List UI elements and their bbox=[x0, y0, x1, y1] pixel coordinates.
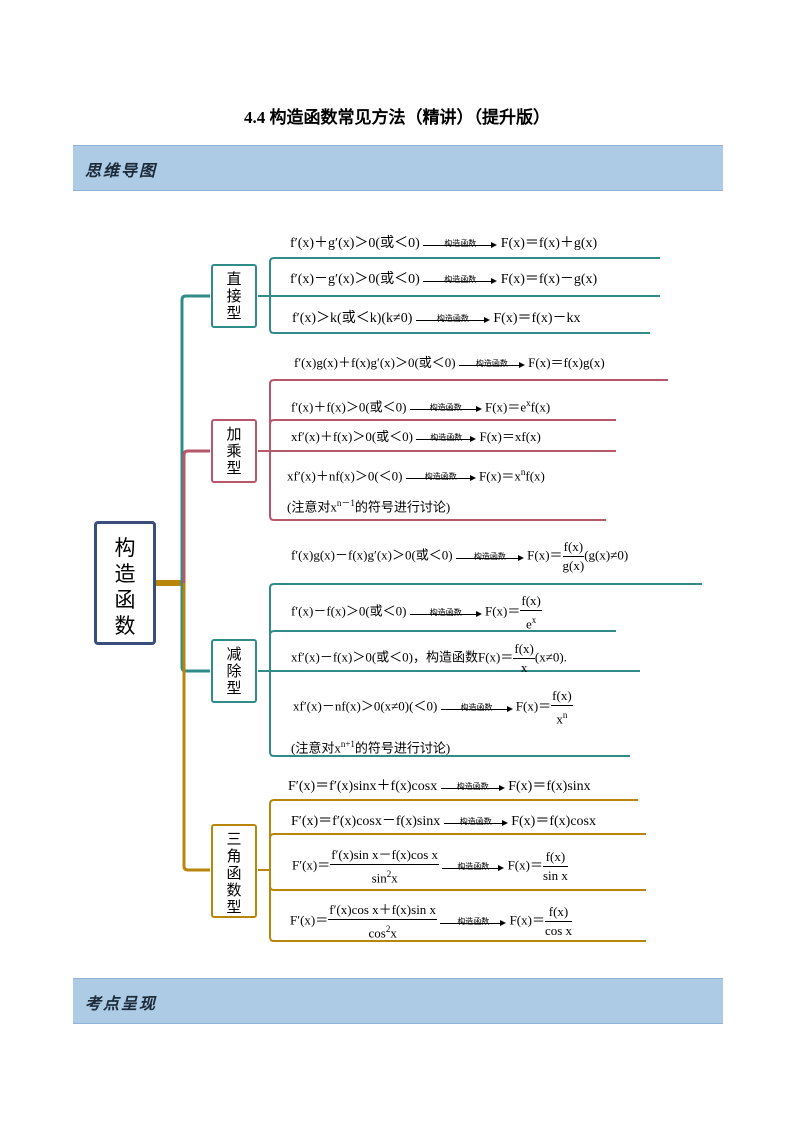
arrow-icon: 构造函数 bbox=[415, 312, 490, 326]
section-banner-mindmap: 思维导图 bbox=[73, 145, 723, 191]
arrow-icon: 构造函数 bbox=[442, 860, 505, 874]
category-subtract-divide: 减除型 bbox=[211, 639, 257, 703]
formula-divide-0: f′(x)g(x)－f(x)g′(x)＞0(或＜0) 构造函数 F(x)＝f(x… bbox=[291, 539, 629, 573]
arrow-icon: 构造函数 bbox=[405, 470, 476, 484]
arrow-icon: 构造函数 bbox=[455, 550, 524, 564]
arrow-icon: 构造函数 bbox=[443, 815, 508, 829]
arrow-icon: 构造函数 bbox=[440, 915, 507, 929]
category-direct: 直接型 bbox=[211, 264, 257, 328]
arrow-icon: 构造函数 bbox=[458, 357, 525, 371]
root-node: 构造函数 bbox=[94, 521, 156, 645]
formula-divide-2: xf′(x)－f(x)＞0(或＜0)，构造函数F(x)＝f(x)x(x≠0). bbox=[291, 641, 567, 675]
arrow-icon: 构造函数 bbox=[440, 780, 505, 794]
arrow-icon: 构造函数 bbox=[423, 237, 498, 251]
formula-multiply-1: f′(x)＋f(x)＞0(或＜0) 构造函数 F(x)＝exf(x) bbox=[291, 398, 551, 415]
arrow-icon: 构造函数 bbox=[423, 273, 498, 287]
formula-multiply-2: xf′(x)＋f(x)＞0(或＜0) 构造函数 F(x)＝xf(x) bbox=[291, 429, 541, 445]
note-multiply: (注意对xn－1的符号进行讨论) bbox=[287, 498, 451, 515]
formula-divide-3: xf′(x)－nf(x)＞0(x≠0)(＜0) 构造函数 F(x)＝f(x)xn bbox=[293, 688, 573, 727]
formula-divide-1: f′(x)－f(x)＞0(或＜0) 构造函数 F(x)＝f(x)ex bbox=[291, 593, 542, 632]
arrow-icon: 构造函数 bbox=[409, 401, 482, 415]
arrow-icon: 构造函数 bbox=[409, 606, 482, 620]
formula-trig-1: F′(x)＝f′(x)sinx＋f(x)cosx 构造函数 F(x)＝f(x)s… bbox=[288, 779, 591, 794]
formula-direct-2: f′(x)－g′(x)＞0(或＜0) 构造函数 F(x)＝f(x)－g(x) bbox=[290, 272, 598, 287]
arrow-icon: 构造函数 bbox=[416, 431, 477, 445]
formula-multiply-3: xf′(x)＋nf(x)＞0(＜0) 构造函数 F(x)＝xnf(x) bbox=[287, 467, 545, 484]
formula-trig-2: F′(x)＝f′(x)cosx－f(x)sinx 构造函数 F(x)＝f(x)c… bbox=[291, 814, 596, 829]
formula-direct-1: f′(x)＋g′(x)＞0(或＜0) 构造函数 F(x)＝f(x)＋g(x) bbox=[290, 236, 598, 251]
category-add-multiply: 加乘型 bbox=[211, 419, 257, 483]
arrow-icon: 构造函数 bbox=[440, 701, 513, 715]
section-heading: 思维导图 bbox=[85, 161, 158, 180]
category-trigonometric: 三角函数型 bbox=[211, 824, 257, 918]
note-divide: (注意对xn+1的符号进行讨论) bbox=[291, 739, 451, 756]
page-title: 4.4 构造函数常见方法（精讲）（提升版） bbox=[244, 108, 550, 127]
formula-multiply-0: f′(x)g(x)＋f(x)g′(x)＞0(或＜0) 构造函数 F(x)＝f(x… bbox=[294, 355, 605, 371]
section-heading: 考点呈现 bbox=[85, 994, 158, 1013]
section-banner-key-points: 考点呈现 bbox=[73, 978, 723, 1024]
formula-direct-3: f′(x)＞k(或＜k)(k≠0) 构造函数 F(x)＝f(x)－kx bbox=[292, 311, 581, 326]
